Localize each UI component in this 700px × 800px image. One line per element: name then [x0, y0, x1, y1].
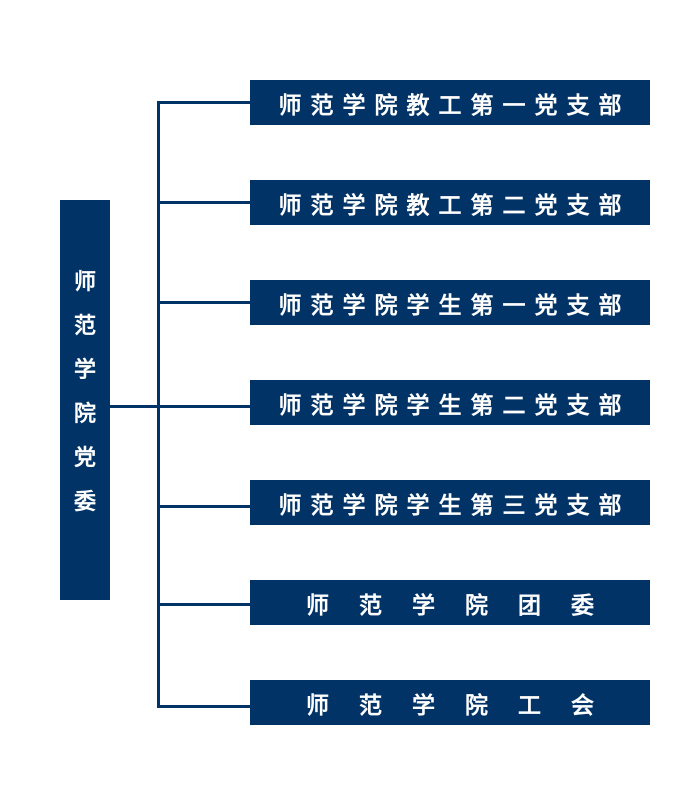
branch-node-student-branch-1: 师范学院学生第一党支部 [250, 280, 650, 325]
root-char: 师 [73, 269, 96, 295]
branch-node-student-branch-2: 师范学院学生第二党支部 [250, 380, 650, 425]
root-char: 学 [73, 357, 96, 383]
root-char: 范 [73, 313, 96, 339]
branch-connector-line [157, 505, 250, 508]
branch-connector-line [157, 301, 250, 304]
branch-node-trade-union: 师范学院工会 [250, 680, 650, 725]
branch-connector-line [157, 705, 250, 708]
branch-node-faculty-branch-1: 师范学院教工第一党支部 [250, 80, 650, 125]
branch-connector-line [157, 201, 250, 204]
branch-connector-line [157, 101, 250, 104]
branch-node-faculty-branch-2: 师范学院教工第二党支部 [250, 180, 650, 225]
root-char: 委 [73, 489, 96, 515]
branch-connector-line [157, 405, 250, 408]
branch-connector-line [157, 603, 250, 606]
root-char: 党 [73, 445, 96, 471]
root-connector-line [110, 405, 158, 408]
trunk-vertical-line [157, 101, 160, 708]
root-char: 院 [73, 401, 96, 427]
root-node-party-committee: 师 范 学 院 党 委 [60, 200, 110, 600]
branch-node-student-branch-3: 师范学院学生第三党支部 [250, 480, 650, 525]
branch-node-youth-league: 师范学院团委 [250, 580, 650, 625]
